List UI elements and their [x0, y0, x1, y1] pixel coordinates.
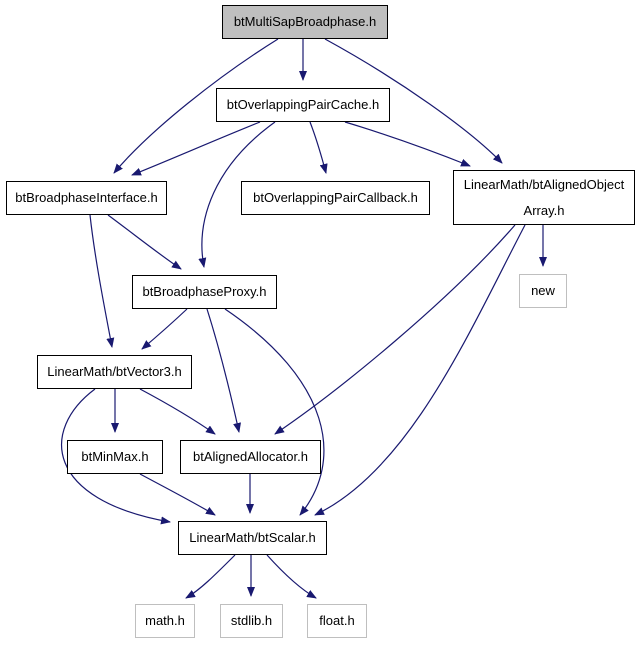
node-root: btMultiSapBroadphase.h	[222, 5, 388, 39]
node-new: new	[519, 274, 567, 308]
edge-aligned-object-array-to-scalar	[314, 224, 526, 516]
node-aligned-allocator[interactable]: btAlignedAllocator.h	[180, 440, 321, 474]
node-broadphase-proxy[interactable]: btBroadphaseProxy.h	[132, 275, 277, 309]
edge-vector3-to-aligned-allocator	[139, 388, 216, 435]
node-label: btBroadphaseInterface.h	[15, 190, 158, 205]
node-overlapping-pair-cache[interactable]: btOverlappingPairCache.h	[216, 88, 390, 122]
node-broadphase-interface[interactable]: btBroadphaseInterface.h	[6, 181, 167, 215]
edge-scalar-to-float	[266, 554, 317, 599]
edge-root-to-aligned-object-array	[324, 38, 503, 164]
node-minmax[interactable]: btMinMax.h	[67, 440, 163, 474]
edge-minmax-to-scalar	[139, 473, 216, 516]
edge-broadphase-interface-to-broadphase-proxy	[107, 214, 182, 270]
node-label: btMultiSapBroadphase.h	[233, 14, 377, 29]
edge-layer	[61, 38, 547, 599]
node-float: float.h	[307, 604, 367, 638]
edge-vector3-to-scalar	[61, 388, 171, 525]
node-label-line-2: Array.h	[523, 202, 565, 218]
node-label: float.h	[319, 613, 355, 628]
edge-overlapping-pair-cache-to-aligned-object-array	[344, 121, 471, 167]
edge-overlapping-pair-cache-to-broadphase-interface	[131, 121, 261, 176]
edge-broadphase-proxy-to-vector3	[141, 308, 188, 350]
node-label-line-1: LinearMath/btAlignedObject	[463, 176, 625, 192]
node-label: btOverlappingPairCache.h	[226, 97, 380, 112]
node-label: stdlib.h	[230, 613, 273, 628]
edge-broadphase-interface-to-vector3	[89, 214, 115, 348]
edge-overlapping-pair-cache-to-overlapping-pair-callback	[309, 121, 328, 174]
node-label: math.h	[145, 613, 185, 628]
node-label: new	[531, 283, 555, 298]
edge-overlapping-pair-cache-to-broadphase-proxy	[198, 121, 276, 268]
node-overlapping-pair-callback[interactable]: btOverlappingPairCallback.h	[241, 181, 430, 215]
node-scalar[interactable]: LinearMath/btScalar.h	[178, 521, 327, 555]
node-label: btOverlappingPairCallback.h	[253, 190, 418, 205]
edge-scalar-to-math	[185, 554, 236, 599]
node-stdlib: stdlib.h	[220, 604, 283, 638]
edge-broadphase-proxy-to-aligned-allocator	[206, 308, 241, 433]
node-label: btMinMax.h	[81, 449, 149, 464]
edge-broadphase-proxy-to-scalar	[224, 308, 325, 516]
node-vector3[interactable]: LinearMath/btVector3.h	[37, 355, 192, 389]
node-label: LinearMath/btVector3.h	[47, 364, 182, 379]
node-math: math.h	[135, 604, 195, 638]
edge-aligned-object-array-to-aligned-allocator	[274, 224, 516, 435]
node-label: btAlignedAllocator.h	[193, 449, 308, 464]
node-label: LinearMath/btScalar.h	[189, 530, 316, 545]
node-label: btBroadphaseProxy.h	[142, 284, 267, 299]
edge-root-to-broadphase-interface	[113, 38, 279, 174]
